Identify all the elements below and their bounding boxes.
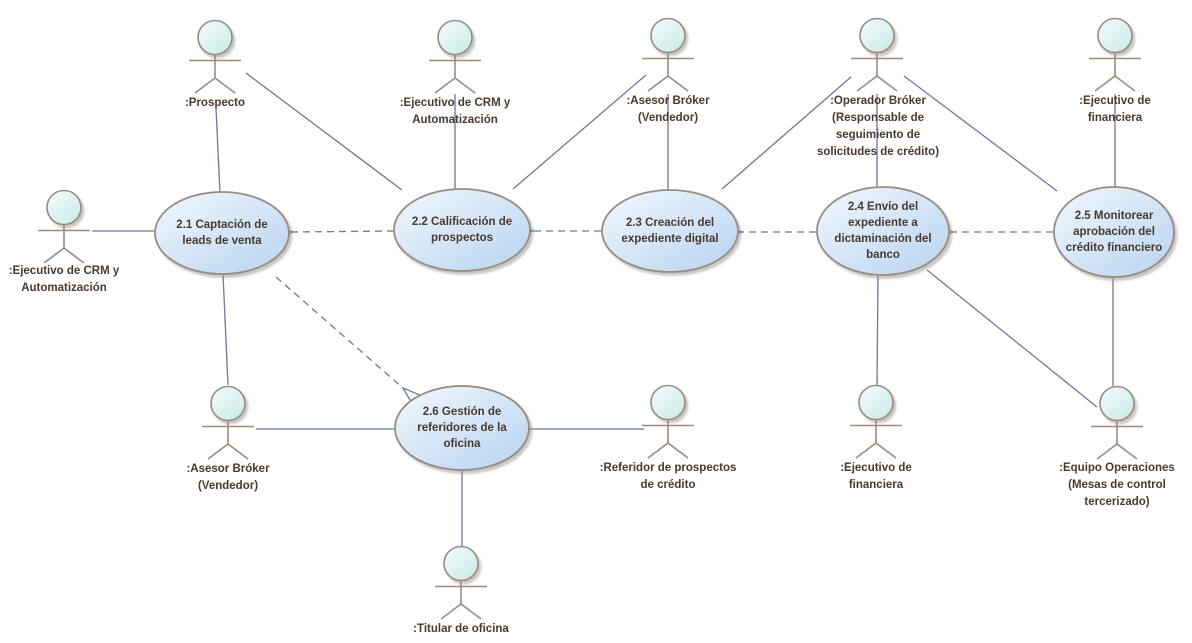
- actor-equipo-operaciones[interactable]: [1091, 387, 1143, 460]
- actor-prospecto[interactable]: [189, 21, 241, 94]
- usecase-2-4[interactable]: [816, 186, 950, 276]
- usecase-2-6[interactable]: [394, 385, 530, 471]
- assoc-prospecto-uc21: [215, 107, 221, 194]
- actor-titular-oficina[interactable]: [435, 547, 487, 620]
- assoc-operador-uc25: [903, 75, 1058, 192]
- assoc-operador-uc23: [721, 76, 852, 190]
- actor-referidor-prospectos[interactable]: [642, 386, 694, 459]
- usecase-2-2[interactable]: [393, 188, 531, 272]
- assoc-uc21-asesorbottom: [222, 273, 229, 386]
- assoc-uc24-ejecfinbottom: [876, 274, 879, 386]
- actor-ejecutivo-financiera-bottom[interactable]: [850, 386, 902, 459]
- usecase-2-1[interactable]: [154, 191, 290, 275]
- dep-uc22-uc21-arrow: [293, 231, 395, 232]
- actor-ejecutivo-financiera-top[interactable]: [1089, 19, 1141, 92]
- usecase-2-5[interactable]: [1053, 186, 1175, 278]
- assoc-prospecto-uc22: [245, 72, 403, 191]
- association-lines: [92, 72, 1116, 547]
- assoc-asesortop-uc22: [512, 74, 647, 190]
- dep-uc21-uc26-arrow: [275, 276, 403, 388]
- actor-asesor-broker-top[interactable]: [642, 19, 694, 92]
- dependency-arrows: [276, 231, 1053, 388]
- actor-ejecutivo-crm-top[interactable]: [429, 21, 481, 94]
- actor-ejecutivo-crm-left[interactable]: [38, 191, 90, 264]
- actor-operador-broker[interactable]: [851, 19, 903, 92]
- actor-asesor-broker-bottom[interactable]: [202, 387, 254, 460]
- usecase-2-3[interactable]: [601, 189, 739, 273]
- assoc-uc24-equipo: [926, 269, 1098, 408]
